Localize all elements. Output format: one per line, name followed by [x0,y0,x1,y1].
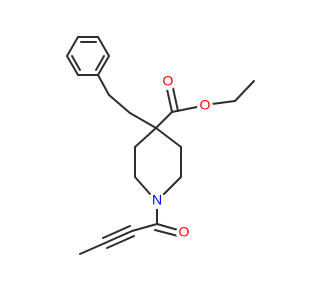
bond-alkyne-triple-3 [102,225,131,239]
bond-piperidine-6 [155,127,182,148]
atom-o-amide-carbonyl-bg [176,225,192,241]
bond-ester-carbon-carbonyl-o [166,88,173,113]
bond-amide-carbon-o-double [154,229,179,237]
atom-o-ester-ether: O [200,97,211,113]
atom-n-piperidine-group: N [149,192,165,209]
bond-ch2-quaternary-carbon [129,112,157,129]
molecule-diagram: O O N O [66,36,255,255]
ester-group [155,80,255,129]
bond-ring-double-3 [71,55,81,71]
bond-alkyne-methyl [79,242,106,255]
atom-o-ester-carbonyl-bg [160,74,176,90]
bond-ether-o-ch2 [211,100,236,105]
atom-o-ester-ether-group: O [197,97,213,114]
atom-o-amide-carbonyl: O [179,224,190,240]
bond-ester-carbon-carbonyl-o-double [172,87,179,112]
bond-piperidine-4 [163,176,182,195]
atom-o-amide-carbonyl-group: O [176,224,192,241]
bond-ring-double-2 [95,55,105,71]
atom-o-ester-carbonyl-group: O [160,73,176,90]
benzene-ring [66,36,110,76]
bond-ch2-ch2 [108,94,131,114]
molecule-canvas: O O N O [66,36,255,255]
bond-amide-carbon-alkyne-carbon [131,223,158,232]
bond-alkyne-triple-2 [106,235,135,249]
atom-o-ester-ether-bg [197,98,213,114]
piperidine-ring [134,127,182,195]
bond-piperidine-3 [134,176,151,195]
bond-quaternary-carbon-ester-carbon [155,111,173,129]
bond-piperidine-1 [134,127,157,148]
butynoyl-group [79,207,179,255]
bond-ring-2 [97,36,110,57]
atom-o-ester-carbonyl: O [163,73,174,89]
bond-alkyne-triple-1 [104,230,133,244]
atom-labels: O O N O [149,73,213,241]
atom-n-piperidine-bg [149,193,165,209]
bond-ethyl-ch2-ch3 [234,80,255,102]
atom-n-piperidine: N [152,192,162,208]
bond-ring-5 [66,55,79,76]
bond-ester-carbon-ether-o [171,106,198,113]
bond-ring-6 [66,36,79,57]
bond-amide-carbon-o [156,223,179,231]
phenethyl-chain [97,74,157,129]
bond-ring-3 [97,55,110,76]
bond-phenyl-ch2 [97,74,110,96]
